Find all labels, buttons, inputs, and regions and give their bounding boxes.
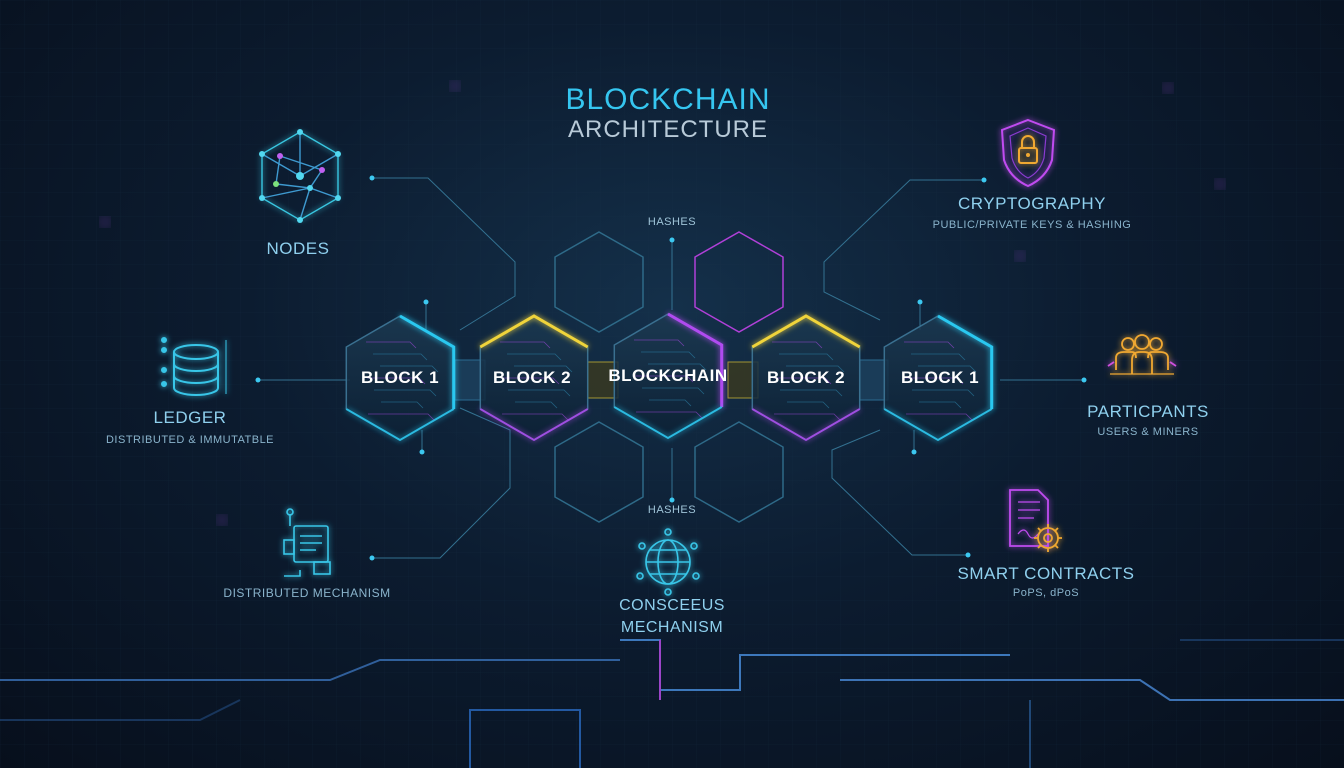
- circuit-trace: [905, 377, 964, 385]
- circuit-trace: [649, 399, 692, 407]
- circuit-trace: [773, 377, 832, 385]
- block-accent-edge: [937, 314, 994, 409]
- network-cube-icon: [259, 129, 341, 223]
- ambient-glow-dots: [102, 83, 1223, 523]
- circuit-trace: [786, 365, 845, 373]
- cryptography-subtitle: PUBLIC/PRIVATE KEYS & HASHING: [932, 219, 1132, 231]
- block-hexagon: [883, 314, 994, 442]
- block-accent-edge: [883, 408, 993, 442]
- block-accent-edge: [479, 314, 589, 349]
- smart-contracts-subtitle: PoPS, dPoS: [1012, 587, 1080, 599]
- circuit-trace: [642, 387, 705, 395]
- nodes-title: NODES: [266, 239, 330, 258]
- block-hexagon: [613, 312, 724, 440]
- circuit-trace: [507, 353, 562, 361]
- circuit-trace: [779, 353, 834, 361]
- block-accent-edge: [613, 406, 723, 440]
- circuit-trace: [508, 389, 571, 397]
- block-hexagon: [751, 314, 861, 442]
- circuit-trace: [502, 413, 569, 421]
- circuit-trace: [772, 341, 823, 349]
- circuit-trace: [373, 353, 428, 361]
- diagram-subtitle: ARCHITECTURE: [567, 116, 769, 143]
- block-label: BLOCK 1: [900, 368, 980, 387]
- circuit-trace: [904, 341, 955, 349]
- globe-network-icon: [636, 528, 700, 596]
- circuit-trace: [787, 401, 830, 409]
- consensus-title-line2: MECHANISM: [620, 619, 724, 636]
- hash-hexagons: [554, 231, 784, 523]
- cryptography-title: CRYPTOGRAPHY: [957, 194, 1107, 213]
- consensus-title-line1: CONSCEEUS: [619, 597, 725, 614]
- hashes-label-bottom: HASHES: [647, 504, 697, 516]
- block-accent-edge: [479, 408, 589, 442]
- block-accent-edge: [667, 312, 724, 407]
- circuit-trace: [648, 363, 707, 371]
- circuit-trace: [366, 341, 417, 349]
- block-label: BLOCK 1: [360, 368, 440, 387]
- block-hexagon: [345, 314, 456, 442]
- connector-endpoints: [255, 175, 1087, 561]
- circuit-trace: [918, 365, 977, 373]
- circuit-trace: [635, 375, 694, 383]
- users-group-icon: [1107, 334, 1177, 375]
- block-accent-edge: [399, 314, 456, 409]
- shield-lock-icon: [1000, 118, 1056, 188]
- circuit-trace: [912, 389, 975, 397]
- circuit-trace: [500, 341, 551, 349]
- circuit-trace: [919, 401, 962, 409]
- circuit-trace: [911, 353, 966, 361]
- connector-lines: [258, 177, 1084, 559]
- smart-contracts-title: SMART CONTRACTS: [957, 564, 1135, 583]
- circuit-trace: [636, 411, 703, 419]
- circuit-trace: [641, 351, 696, 359]
- circuit-trace: [514, 365, 573, 373]
- circuit-trace: [906, 413, 973, 421]
- circuit-trace: [780, 389, 843, 397]
- circuit-trace: [367, 377, 426, 385]
- ledger-subtitle: DISTRIBUTED & IMMUTATBLE: [105, 434, 275, 446]
- circuit-trace: [501, 377, 560, 385]
- block-accent-edge: [751, 408, 861, 442]
- floor-circuit-traces: [0, 639, 1344, 768]
- ledger-title: LEDGER: [153, 408, 227, 427]
- database-icon: [161, 337, 227, 396]
- participants-subtitle: USERS & MINERS: [1097, 426, 1199, 438]
- circuit-trace: [515, 401, 558, 409]
- distributed-mechanism-title: DISTRIBUTED MECHANISM: [223, 586, 391, 600]
- contract-gear-icon: [1009, 489, 1062, 552]
- circuit-trace: [634, 339, 685, 347]
- block-accent-edge: [751, 314, 861, 349]
- block-label: BLOCK 2: [492, 368, 572, 387]
- block-hexagon: [479, 314, 589, 442]
- participants-title: PARTICPANTS: [1087, 402, 1209, 421]
- hashes-label-top: HASHES: [647, 216, 697, 228]
- circuit-trace: [374, 389, 437, 397]
- circuit-trace: [368, 413, 435, 421]
- document-flow-icon: [283, 508, 331, 577]
- circuit-trace: [380, 365, 439, 373]
- blockchain-blocks: [345, 312, 994, 442]
- block-label: BLOCK 2: [766, 368, 846, 387]
- diagram-title: BLOCKCHAIN: [565, 83, 771, 116]
- block-label: BLOCKCHAIN: [608, 366, 728, 385]
- circuit-trace: [774, 413, 841, 421]
- block-accent-edge: [345, 408, 455, 442]
- circuit-trace: [381, 401, 424, 409]
